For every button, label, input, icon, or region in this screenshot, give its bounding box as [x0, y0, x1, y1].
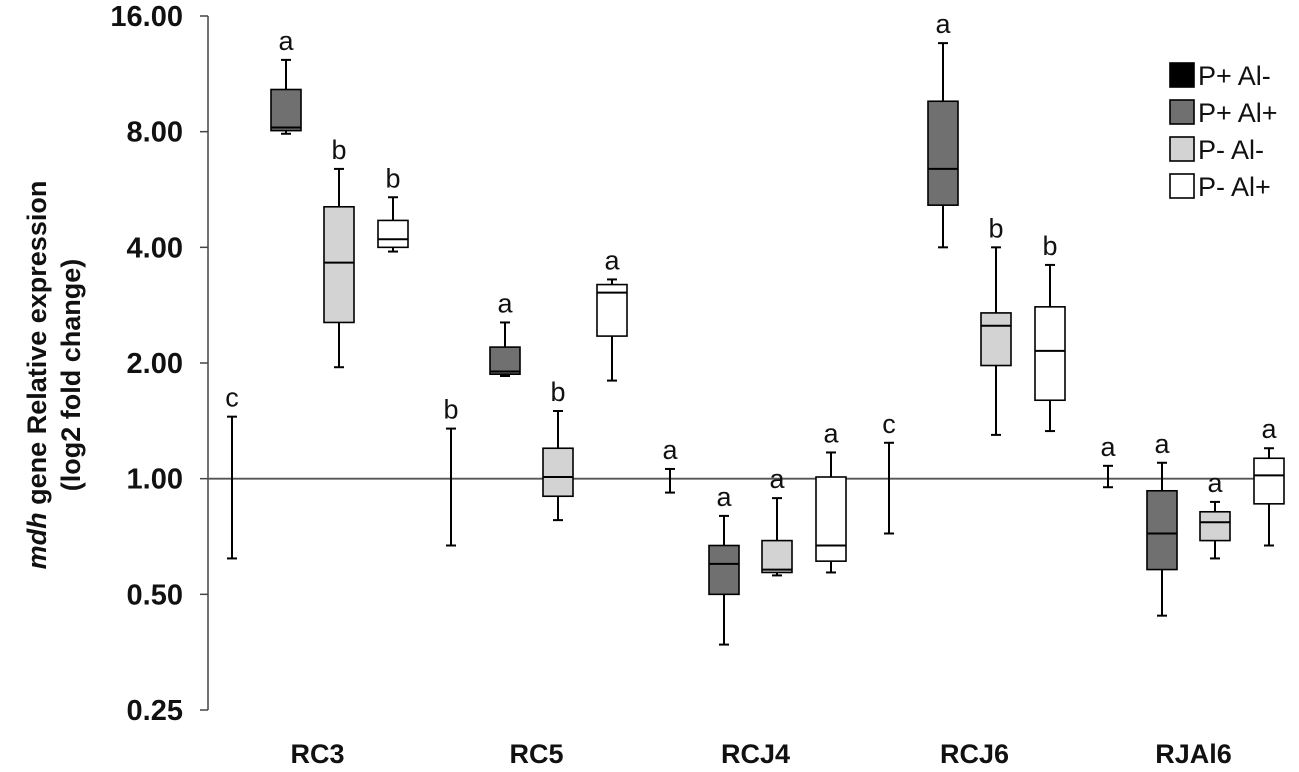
legend: P+ Al- P+ Al+ P- Al- P- Al+ [1169, 61, 1278, 202]
significance-letter: b [1042, 231, 1057, 261]
box-body [377, 219, 409, 249]
significance-letter: a [1207, 468, 1223, 498]
legend-entry-label: P+ Al+ [1198, 98, 1278, 128]
significance-letter: a [278, 26, 294, 56]
significance-letter: a [716, 482, 732, 512]
x-category-label: RCJ4 [721, 739, 790, 769]
y-tick-label: 1.00 [127, 464, 183, 496]
legend-entry-label: P+ Al- [1198, 61, 1271, 91]
significance-letter: c [225, 383, 239, 413]
y-tick-label: 8.00 [127, 117, 183, 149]
significance-letter: b [331, 135, 346, 165]
legend-entry-label: P- Al- [1198, 135, 1264, 165]
x-category-label: RC5 [509, 739, 563, 769]
y-axis-title-line1: mdh gene Relative expression [22, 181, 52, 570]
box-body [927, 100, 959, 206]
box-body [323, 205, 355, 324]
legend-swatch [1169, 62, 1195, 88]
significance-letter: b [385, 163, 400, 193]
box-body [761, 539, 793, 574]
y-tick-label: 0.25 [127, 695, 183, 727]
box-body [708, 544, 740, 596]
y-axis-title-gene: mdh [22, 512, 52, 569]
y-axis-title: mdh gene Relative expression (log2 fold … [22, 181, 86, 570]
box-body [1253, 457, 1285, 505]
significance-letter: a [1154, 429, 1170, 459]
y-tick-label: 2.00 [127, 348, 183, 380]
y-axis-title-rest: gene Relative expression [22, 181, 52, 513]
legend-swatch [1169, 173, 1195, 199]
y-tick-label: 4.00 [127, 232, 183, 264]
x-category-label: RJAl6 [1155, 739, 1232, 769]
significance-letter: c [882, 409, 896, 439]
significance-letter: b [988, 213, 1003, 243]
significance-letter: a [1100, 432, 1116, 462]
significance-letter: a [823, 418, 839, 448]
significance-letter: a [604, 245, 620, 275]
significance-letter: b [443, 395, 458, 425]
legend-swatch [1169, 136, 1195, 162]
box-body [1146, 489, 1178, 571]
significance-letter: a [935, 9, 951, 39]
y-axis-title-line2: (log2 fold change) [56, 259, 86, 492]
box-body [1034, 306, 1066, 402]
box-body [270, 88, 302, 132]
legend-swatch [1169, 99, 1195, 125]
box-body [1199, 510, 1231, 542]
y-tick-label: 16.00 [110, 1, 183, 33]
box-body [542, 447, 574, 498]
box-body [489, 346, 521, 376]
significance-letter: a [769, 464, 785, 494]
box-body [980, 312, 1012, 367]
significance-letter: a [497, 288, 513, 318]
significance-letter: b [550, 377, 565, 407]
significance-letter: a [1261, 414, 1277, 444]
x-category-label: RCJ6 [940, 739, 1009, 769]
y-tick-label: 0.50 [127, 579, 183, 611]
legend-entry-label: P- Al+ [1198, 172, 1271, 202]
x-category-label: RC3 [290, 739, 344, 769]
box-body [815, 476, 847, 562]
significance-letter: a [662, 435, 678, 465]
